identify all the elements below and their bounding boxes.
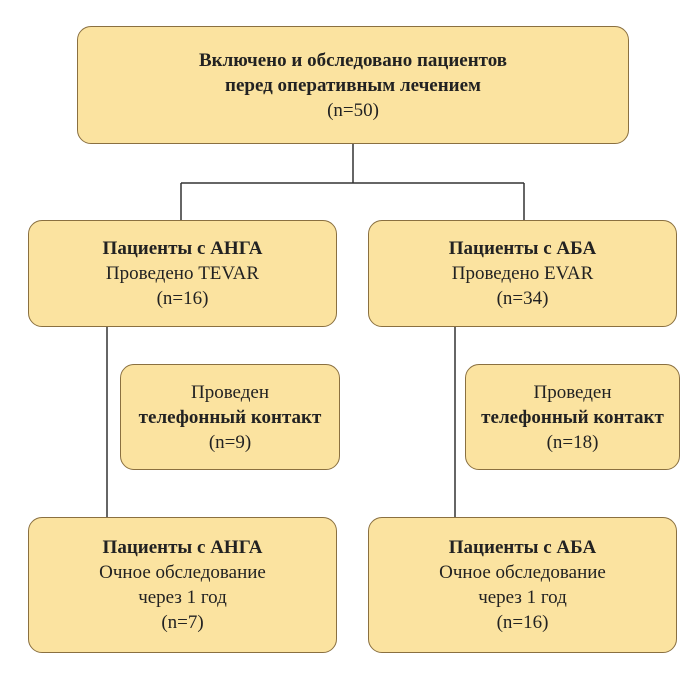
- aba-procedure: Проведено EVAR: [451, 263, 594, 284]
- aba-evar-box: Пациенты с АБА Проведено EVAR (n=34): [368, 220, 677, 327]
- aba-phone-contact-box: Проведен телефонный контакт (n=18): [465, 364, 680, 470]
- enrolled-patients-box: Включено и обследовано пациентов перед о…: [77, 26, 629, 144]
- aba-followup-line1: Очное обследование: [439, 562, 606, 583]
- anga-phone-line2: телефонный контакт: [138, 406, 322, 428]
- anga-procedure: Проведено TEVAR: [105, 263, 260, 284]
- aba-phone-line2: телефонный контакт: [481, 406, 664, 428]
- anga-count: (n=16): [156, 288, 209, 309]
- enrolled-line2: перед оперативным лечением: [225, 74, 481, 96]
- aba-title: Пациенты с АБА: [448, 238, 597, 259]
- anga-followup-box: Пациенты с АНГА Очное обследование через…: [28, 517, 337, 653]
- aba-count: (n=34): [496, 288, 549, 309]
- anga-followup-count: (n=7): [161, 612, 204, 633]
- aba-phone-line1: Проведен: [533, 381, 612, 403]
- anga-phone-line1: Проведен: [190, 381, 270, 403]
- aba-followup-box: Пациенты с АБА Очное обследование через …: [368, 517, 677, 653]
- anga-followup-line1: Очное обследование: [99, 562, 266, 583]
- anga-phone-count: (n=9): [208, 431, 252, 453]
- anga-title: Пациенты с АНГА: [102, 238, 263, 259]
- aba-followup-count: (n=16): [496, 612, 549, 633]
- aba-phone-count: (n=18): [546, 431, 599, 453]
- enrolled-line1: Включено и обследовано пациентов: [198, 49, 508, 71]
- aba-followup-title: Пациенты с АБА: [448, 537, 597, 558]
- anga-tevar-box: Пациенты с АНГА Проведено TEVAR (n=16): [28, 220, 337, 327]
- anga-phone-contact-box: Проведен телефонный контакт (n=9): [120, 364, 340, 470]
- anga-followup-title: Пациенты с АНГА: [102, 537, 263, 558]
- enrolled-count: (n=50): [327, 99, 379, 121]
- anga-followup-line2: через 1 год: [138, 587, 227, 608]
- aba-followup-line2: через 1 год: [478, 587, 567, 608]
